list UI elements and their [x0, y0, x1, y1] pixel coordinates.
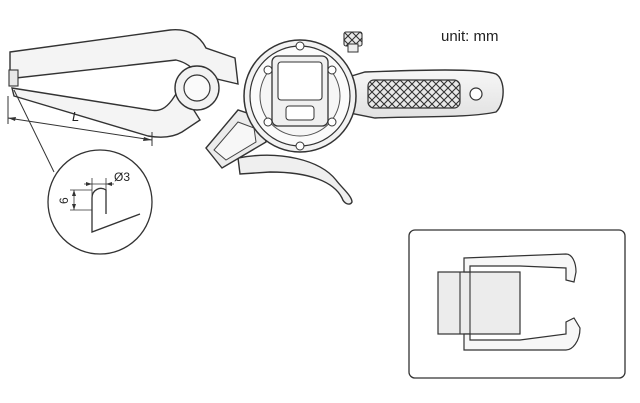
dial-screw-icon [327, 117, 337, 127]
inset-upper-jaw [463, 253, 577, 283]
pivot [174, 65, 220, 111]
usage-inset [408, 229, 626, 379]
handle [344, 69, 504, 119]
upper-jaw-tip [8, 69, 19, 87]
dial-screw-icon [295, 141, 305, 151]
length-dimension: L [7, 96, 153, 146]
handle-screw-icon [469, 87, 483, 101]
knurled-grip [367, 79, 461, 109]
inset-lower-jaw [463, 317, 581, 351]
dial-screw-icon [263, 65, 273, 75]
diameter-label: Ø3 [114, 170, 130, 184]
dial-screw-icon [327, 65, 337, 75]
workpiece [437, 271, 521, 335]
tip-detail: Ø3 6 [47, 149, 153, 255]
tip-length-label: 6 [57, 197, 71, 204]
digital-dial [243, 31, 363, 153]
length-label: L [72, 109, 79, 124]
lower-jaw [11, 86, 201, 138]
detail-leader [13, 89, 55, 173]
dial-screw-icon [295, 41, 305, 51]
pivot-screw-icon [183, 74, 211, 102]
dial-screw-icon [263, 117, 273, 127]
unit-label: unit: mm [441, 28, 499, 45]
